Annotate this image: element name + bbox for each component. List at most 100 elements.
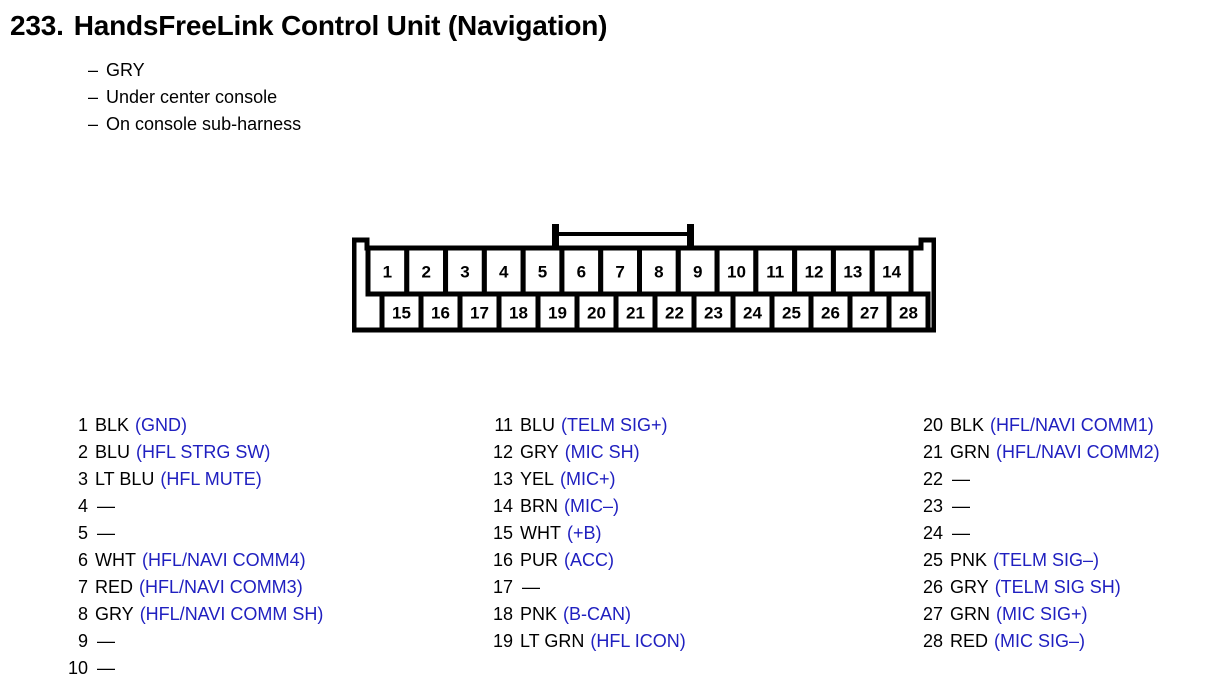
connector-pin-4: 4 — [481, 245, 526, 297]
latch-crossbar — [552, 232, 694, 236]
pin-number: 27 — [922, 604, 943, 624]
connector-pin-26: 26 — [808, 291, 853, 333]
pin-cell-number: 9 — [693, 263, 702, 282]
pin-cell-number: 6 — [577, 263, 586, 282]
pin-list-row-23: 23— — [917, 493, 1160, 520]
connector-pin-13: 13 — [830, 245, 875, 297]
page-title-text: HandsFreeLink Control Unit (Navigation) — [73, 10, 608, 41]
pin-wire-color: RED — [950, 631, 989, 651]
pin-number: 15 — [492, 523, 513, 543]
pin-cell-number: 22 — [665, 304, 684, 323]
pin-cell-number: 25 — [782, 304, 801, 323]
connector-pin-2: 2 — [404, 245, 449, 297]
pin-wire-color: GRY — [950, 577, 989, 597]
pin-signal-name: (MIC SIG+) — [996, 604, 1088, 624]
connector-pin-7: 7 — [598, 245, 642, 297]
pin-number: 4 — [77, 496, 88, 516]
connector-pin-19: 19 — [535, 291, 580, 333]
pin-cell — [535, 291, 580, 333]
pin-cell — [574, 291, 619, 333]
pin-cell — [730, 291, 775, 333]
pin-signal-name: (HFL ICON) — [590, 631, 686, 651]
subtitle-item-label: Under center console — [106, 87, 278, 107]
pin-list-row-24: 24— — [917, 520, 1160, 547]
pin-unused-marker: — — [97, 496, 115, 516]
latch-post-right — [687, 224, 694, 250]
pin-wire-color: GRN — [950, 604, 990, 624]
pin-list-row-15: 15 WHT(+B) — [487, 520, 686, 547]
pin-cell-number: 18 — [509, 304, 528, 323]
connector-pin-18: 18 — [496, 291, 541, 333]
pin-signal-name: (HFL/NAVI COMM4) — [141, 550, 306, 570]
page-title-number: 233. — [10, 10, 64, 41]
pin-signal-name: (TELM SIG+) — [561, 415, 668, 435]
pin-unused-marker: — — [97, 631, 115, 651]
pin-cell — [769, 291, 814, 333]
pin-unused-marker: — — [97, 658, 115, 678]
pin-cell-number: 14 — [882, 263, 901, 282]
pin-unused-marker: — — [97, 523, 115, 543]
connector-pin-1: 1 — [365, 245, 410, 297]
subtitle-item: –Under center console — [88, 84, 301, 111]
pin-wire-color: YEL — [520, 469, 555, 489]
pin-list-row-5: 5— — [62, 520, 323, 547]
pin-cell-number: 20 — [587, 304, 606, 323]
connector-pin-23: 23 — [691, 291, 736, 333]
pin-signal-name: (TELM SIG–) — [993, 550, 1100, 570]
pin-number: 14 — [492, 496, 513, 516]
connector-pin-22: 22 — [652, 291, 697, 333]
pin-signal-name: (GND) — [135, 415, 188, 435]
pin-unused-marker: — — [522, 577, 540, 597]
pin-number: 19 — [492, 631, 513, 651]
connector-pin-24: 24 — [730, 291, 775, 333]
pin-number: 22 — [922, 469, 943, 489]
connector-pin-17: 17 — [457, 291, 502, 333]
subtitle-item: –GRY — [88, 57, 301, 84]
pin-wire-color: WHT — [520, 523, 561, 543]
pin-wire-color: BLU — [520, 415, 556, 435]
subtitle-list: –GRY–Under center console–On console sub… — [88, 57, 301, 138]
pin-number: 6 — [77, 550, 88, 570]
pin-cell-number: 21 — [626, 304, 645, 323]
pin-number: 8 — [77, 604, 88, 624]
bullet-dash-icon: – — [88, 114, 99, 134]
pin-unused-marker: — — [952, 523, 970, 543]
pin-list-row-27: 27 GRN (MIC SIG+) — [917, 601, 1160, 628]
pin-cell-number: 23 — [704, 304, 723, 323]
pin-cell-number: 4 — [499, 263, 509, 282]
pin-number: 3 — [77, 469, 88, 489]
pin-signal-name: (HFL/NAVI COMM2) — [996, 442, 1160, 462]
pin-number: 7 — [77, 577, 88, 597]
pin-cell — [886, 291, 931, 333]
pin-signal-name: (TELM SIG SH) — [994, 577, 1121, 597]
pin-wire-color: WHT — [95, 550, 136, 570]
pin-list-row-17: 17— — [487, 574, 686, 601]
pin-number: 5 — [77, 523, 88, 543]
pin-cell-number: 26 — [821, 304, 840, 323]
connector-pin-14: 14 — [869, 245, 914, 297]
connector-pin-16: 16 — [418, 291, 463, 333]
pin-signal-name: (MIC+) — [560, 469, 616, 489]
pin-unused-marker: — — [952, 496, 970, 516]
pin-signal-name: (+B) — [566, 523, 602, 543]
pin-list-row-22: 22— — [917, 466, 1160, 493]
pin-cell-number: 10 — [727, 263, 746, 282]
pin-cell-number: 13 — [843, 263, 862, 282]
connector-pin-20: 20 — [574, 291, 619, 333]
pin-number: 21 — [922, 442, 943, 462]
pin-wire-color: GRY — [520, 442, 559, 462]
pin-cell-number: 16 — [431, 304, 450, 323]
pin-signal-name: (ACC) — [564, 550, 615, 570]
